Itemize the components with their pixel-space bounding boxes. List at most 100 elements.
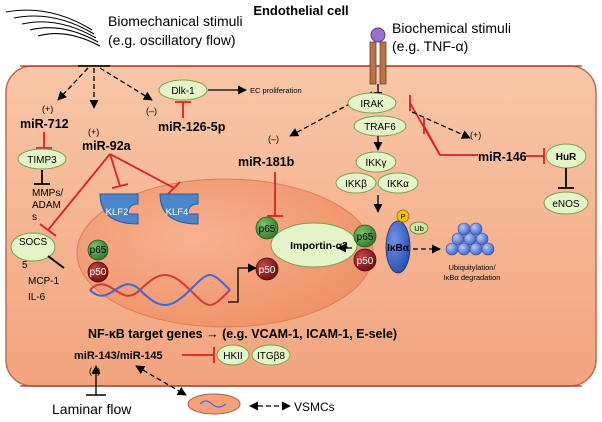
arrow-to-mir126 — [99, 67, 153, 101]
nuclear-p65 — [87, 239, 109, 261]
biochemical-stimuli-label: Biochemical stimuli — [392, 20, 511, 36]
nuclear-p50 — [87, 261, 109, 283]
mmps-label-1: MMPs/ — [32, 188, 63, 199]
dna-helix-icon — [89, 274, 231, 306]
socs5-label-2: 5 — [22, 260, 28, 271]
enos-node — [543, 191, 589, 215]
mir92a-sign: (+) — [88, 127, 99, 137]
phospho-icon — [396, 209, 410, 223]
arrow-mir143-to-vsmc — [135, 365, 187, 396]
cyto-p65-label: p65 — [357, 232, 374, 243]
mmps-label-3: s — [32, 212, 37, 223]
klf2-shape — [99, 193, 139, 225]
timp3-inhibits-mmps — [34, 170, 50, 185]
mmps-label-2: ADAM — [32, 200, 61, 211]
ikkg-label: IKKγ — [365, 158, 386, 169]
cyto-p65 — [353, 224, 377, 248]
socs5-to-mcp1 — [47, 255, 65, 269]
mir143-inhibits-targets — [182, 347, 215, 363]
hkii-node — [216, 344, 250, 366]
laminar-flow-label: Laminar flow — [52, 401, 132, 417]
hur-to-enos — [558, 168, 574, 189]
ikkg-node — [355, 151, 397, 173]
importin-p50-label: p50 — [259, 265, 276, 276]
phospho-label: P — [400, 212, 405, 221]
ikka-label: IKKα — [387, 179, 409, 190]
klf4-shape — [159, 193, 199, 225]
enos-label: eNOS — [552, 199, 580, 210]
vsmc-nucleus-icon — [199, 400, 227, 408]
nfkb-target-genes-label: NF-κB target genes → (e.g. VCAM-1, ICAM-… — [88, 327, 397, 341]
timp3-node — [17, 148, 67, 170]
proteasome-cluster-icon — [445, 222, 495, 256]
mir181b-sign: (–) — [268, 134, 279, 144]
mir712-label: miR-712 — [20, 117, 69, 131]
biochemical-stimuli-example: (e.g. TNF-α) — [392, 38, 468, 54]
importin-node — [270, 222, 358, 268]
socs5-label-1: SOCS — [19, 237, 48, 248]
mcp1-label: MCP-1 — [28, 276, 60, 287]
diagram-title: Endothelial cell — [253, 3, 348, 18]
il6-label: IL-6 — [28, 292, 46, 303]
ikka-node — [377, 172, 419, 194]
nuclear-p65-label: p65 — [90, 245, 107, 256]
flow-lines-icon — [5, 9, 101, 47]
arrow-to-mir146 — [411, 111, 471, 139]
mir92a-inhibits-klf4 — [109, 153, 181, 195]
traf6-label: TRAF6 — [364, 122, 396, 133]
mir126-inhibits-dlk1 — [175, 101, 191, 118]
ikba-shape — [385, 220, 411, 274]
importin-p50 — [255, 257, 279, 281]
socs5-node — [10, 232, 56, 262]
mir143-sign: (+) — [89, 366, 100, 376]
biomechanical-stimuli-example: (e.g. oscillatory flow) — [108, 32, 236, 48]
mir92a-inhibits-klf2 — [109, 153, 129, 189]
ubiquitylation-label-1: Ubiquitylation/ — [448, 263, 496, 272]
ikkb-label: IKKβ — [345, 179, 367, 190]
irak-node — [347, 92, 397, 114]
importin-label: Importin-α3 — [290, 240, 348, 252]
traf6-node — [353, 115, 407, 137]
biomechanical-stimuli-label: Biomechanical stimuli — [108, 13, 243, 29]
mir143-label: miR-143/miR-145 — [74, 350, 163, 362]
mir92a-label: miR-92a — [82, 139, 132, 153]
mir146-label: miR-146 — [478, 150, 527, 164]
ubiquitin-tag-label: Ub — [414, 224, 424, 233]
arrow-to-mir712 — [57, 67, 89, 101]
klf4-label: KLF4 — [166, 207, 189, 218]
mir146-inhibits-hur — [526, 148, 545, 164]
cyto-p50-label: p50 — [357, 256, 374, 267]
hkii-label: HKII — [223, 351, 242, 362]
itgb8-label: ITGβ8 — [257, 351, 285, 362]
ec-proliferation-label: EC proliferation — [250, 86, 302, 95]
receptor-icon — [369, 27, 387, 85]
transcription-arrow — [228, 263, 257, 303]
dlk1-node — [158, 79, 208, 101]
klf2-label: KLF2 — [106, 207, 129, 218]
mir181b-label: miR-181b — [238, 155, 295, 169]
ubiquitin-tag-icon — [409, 221, 429, 235]
mir146-sign: (+) — [470, 130, 481, 140]
nuclear-p50-label: p50 — [90, 267, 107, 278]
ikkb-node — [335, 172, 377, 194]
importin-p65 — [255, 216, 279, 240]
ubiquitylation-label-2: IκBα degradation — [444, 273, 501, 282]
vsmcs-label: VSMCs — [294, 400, 335, 414]
dlk1-label: Dlk-1 — [171, 86, 195, 97]
mir712-sign: (+) — [42, 104, 53, 114]
mir712-inhibits-timp3 — [36, 132, 52, 149]
vsmc-cell-icon — [187, 393, 241, 415]
mir126-label: miR-126-5p — [158, 120, 226, 134]
ikba-label: IκBα — [387, 243, 410, 254]
importin-p65-label: p65 — [259, 224, 276, 235]
mir126-sign: (–) — [146, 106, 157, 116]
timp3-label: TIMP3 — [27, 155, 57, 166]
cyto-p50 — [353, 248, 377, 272]
mir146-inhibits-irak — [409, 95, 441, 156]
hur-label: HuR — [556, 152, 577, 163]
mir92a-inhibits-socs5 — [39, 153, 111, 237]
mir181b-inhibits-importin — [267, 172, 283, 217]
irak-label: IRAK — [360, 99, 384, 110]
itgb8-node — [251, 344, 291, 366]
